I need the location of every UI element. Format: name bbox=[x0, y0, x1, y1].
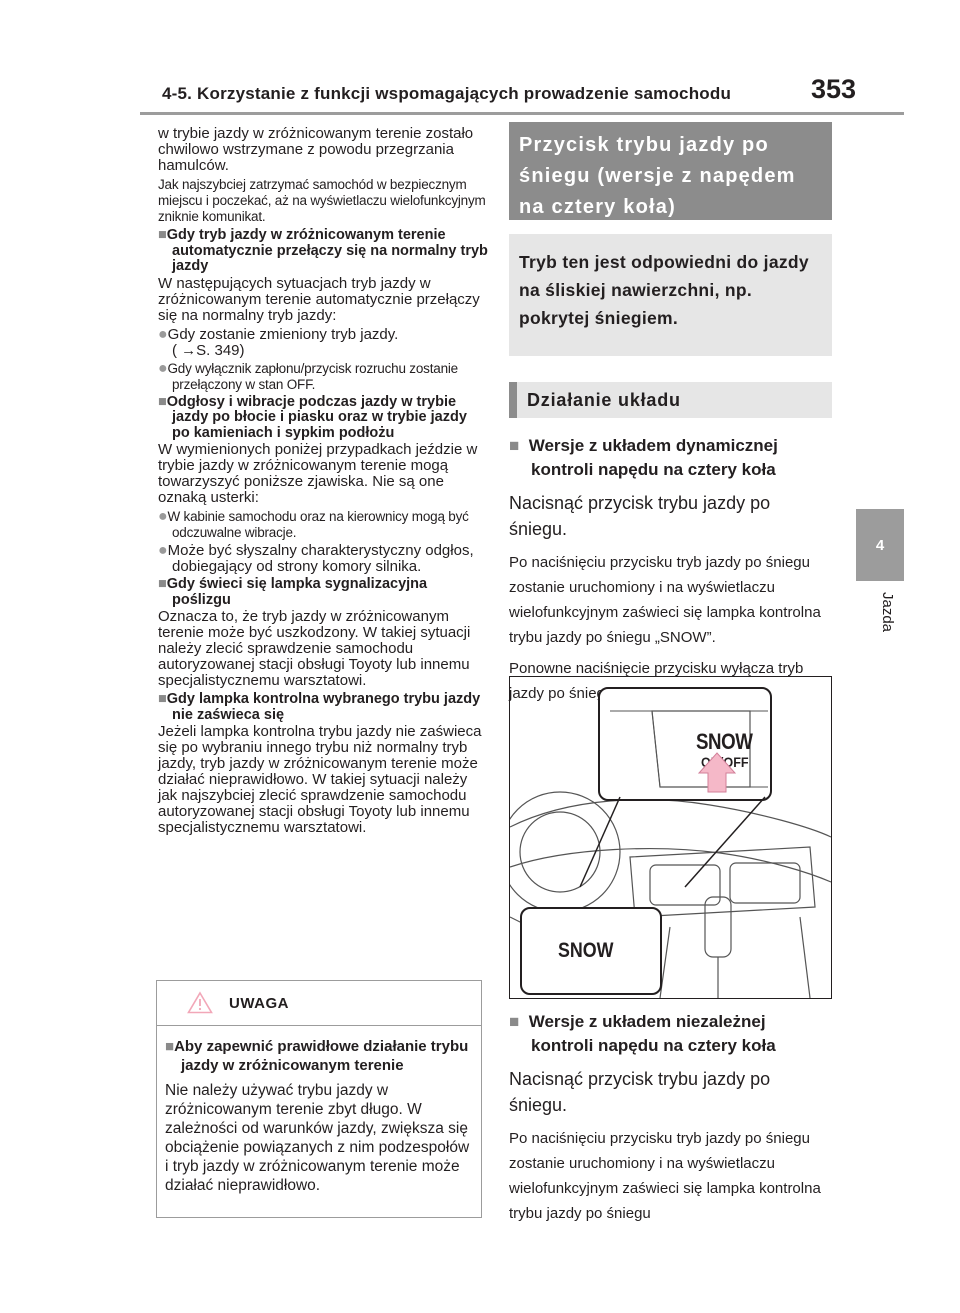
left-column: w trybie jazdy w zróżnicowanym terenie z… bbox=[158, 126, 488, 839]
section-intro: Tryb ten jest odpowiedni do jazdy na śli… bbox=[509, 234, 832, 356]
right-column-lower: ■ Wersje z układem niezależnej kontroli … bbox=[509, 1010, 832, 1226]
page-number: 353 bbox=[810, 74, 856, 104]
subheading: ■Gdy lampka kontrolna wybranego trybu ja… bbox=[158, 691, 481, 723]
circle-bullet-icon: ● bbox=[158, 359, 168, 377]
title-bar bbox=[509, 382, 517, 418]
instruction: Nacisnąć przycisk trybu jazdy po śniegu. bbox=[509, 493, 771, 539]
list-item: ●Gdy wyłącznik zapłonu/przycisk rozruchu… bbox=[158, 359, 458, 392]
subheading: ■ Wersje z układem niezależnej kontroli … bbox=[509, 1012, 776, 1055]
square-bullet-icon: ■ bbox=[158, 227, 167, 243]
chapter-tab: 4 bbox=[856, 509, 904, 581]
paragraph: Ponowne naciśnięcie przycisku wyłącza tr… bbox=[509, 660, 804, 702]
paragraph: W wymienionych poniżej przypadkach jeźdz… bbox=[158, 441, 478, 506]
circle-bullet-icon: ● bbox=[158, 325, 168, 343]
snow-indicator-label: SNOW bbox=[558, 939, 614, 962]
paragraph: w trybie jazdy w zróżnicowanym terenie z… bbox=[158, 125, 474, 174]
snow-button-illustration: SNOW ON/OFF SNOW bbox=[509, 676, 832, 999]
square-bullet-icon: ■ bbox=[509, 1012, 520, 1031]
header-divider bbox=[140, 112, 904, 115]
paragraph: Po naciśnięciu przycisku tryb jazdy po ś… bbox=[509, 554, 821, 646]
chapter-label: Jazda bbox=[879, 592, 896, 633]
square-bullet-icon: ■ bbox=[165, 1038, 175, 1055]
paragraph: Oznacza to, że tryb jazdy w zróżnicowany… bbox=[158, 608, 471, 689]
subheading: ■Odgłosy i wibracje podczas jazdy w tryb… bbox=[158, 393, 467, 441]
warning-text: Nie należy używać trybu jazdy w zróżnico… bbox=[165, 1082, 470, 1194]
paragraph: Po naciśnięciu przycisku tryb jazdy po ś… bbox=[509, 1130, 821, 1222]
snow-button-label: SNOW bbox=[696, 729, 753, 754]
running-header: 4-5. Korzystanie z funkcji wspomagającyc… bbox=[162, 84, 732, 103]
warning-box: UWAGA ■Aby zapewnić prawidłowe działanie… bbox=[156, 980, 482, 1218]
subheading: ■ Wersje z układem dynamicznej kontroli … bbox=[509, 436, 778, 479]
paragraph: W następujących sytuacjach tryb jazdy w … bbox=[158, 274, 480, 324]
page-reference: ( →S. 349) bbox=[172, 341, 245, 359]
paragraph: Jeżeli lampka kontrolna trybu jazdy nie … bbox=[158, 723, 482, 836]
paragraph: Jak najszybciej zatrzymać samochód w bez… bbox=[158, 177, 486, 224]
zoom-callout-indicator: SNOW bbox=[520, 907, 662, 995]
warning-heading: ■Aby zapewnić prawidłowe działanie trybu… bbox=[165, 1038, 469, 1074]
circle-bullet-icon: ● bbox=[158, 508, 168, 525]
subheading: ■Gdy tryb jazdy w zróżnicowanym terenie … bbox=[158, 227, 488, 274]
dashboard-drawing bbox=[510, 791, 831, 998]
square-bullet-icon: ■ bbox=[158, 691, 167, 707]
list-item: ●Gdy zostanie zmieniony tryb jazdy.( →S.… bbox=[158, 325, 399, 359]
subheading: ■Gdy świeci się lampka sygnalizacyjna po… bbox=[158, 576, 428, 608]
warning-header: UWAGA bbox=[157, 981, 481, 1026]
subsection-title: Działanie układu bbox=[509, 382, 832, 418]
callout-pointers bbox=[579, 752, 766, 888]
list-item: ●Może być słyszalny charakterystyczny od… bbox=[158, 542, 474, 575]
list-item: ●W kabinie samochodu oraz na kierownicy … bbox=[158, 508, 469, 541]
warning-title: UWAGA bbox=[229, 995, 289, 1012]
instruction: Nacisnąć przycisk trybu jazdy po śniegu. bbox=[509, 1069, 771, 1115]
zoom-callout-button: SNOW ON/OFF bbox=[598, 687, 772, 801]
section-title: Przycisk trybu jazdy po śniegu (wersje z… bbox=[509, 122, 832, 220]
square-bullet-icon: ■ bbox=[158, 576, 167, 592]
square-bullet-icon: ■ bbox=[509, 436, 520, 455]
warning-body: ■Aby zapewnić prawidłowe działanie trybu… bbox=[157, 1026, 481, 1195]
square-bullet-icon: ■ bbox=[158, 393, 167, 410]
warning-triangle-icon bbox=[187, 991, 213, 1014]
right-column: Przycisk trybu jazdy po śniegu (wersje z… bbox=[509, 122, 832, 706]
circle-bullet-icon: ● bbox=[158, 542, 168, 559]
